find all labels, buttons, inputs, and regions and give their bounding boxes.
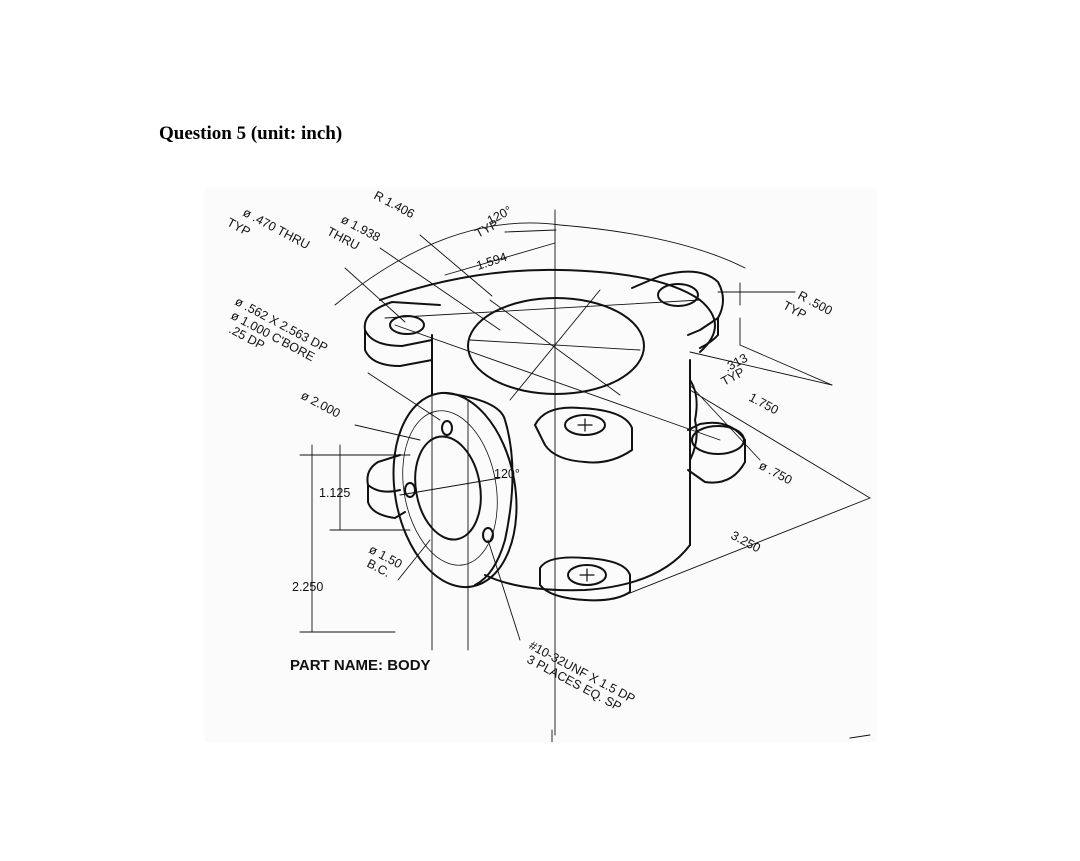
dim-len-2250: 2.250 — [292, 580, 323, 594]
center-lines — [384, 209, 721, 736]
lug-bottom-front — [539, 556, 631, 602]
main-cylinder — [379, 268, 716, 592]
lug-front-mid — [534, 406, 633, 464]
dim-len-1750: 1.750 — [747, 390, 781, 417]
technical-drawing: ø .470 THRU TYP ø 1.938 THRU R 1.406 120… — [205, 188, 877, 743]
dim-len-1125: 1.125 — [319, 486, 350, 500]
lug-top-left — [363, 301, 441, 367]
lug-top-right — [631, 270, 724, 349]
isometric-drawing-svg: ø .470 THRU TYP ø 1.938 THRU R 1.406 120… — [225, 188, 871, 743]
question-title: Question 5 (unit: inch) — [159, 123, 343, 144]
part-name: PART NAME: BODY — [290, 657, 431, 674]
dim-dia-2000: ø 2.000 — [299, 388, 343, 420]
dimension-lines — [299, 222, 871, 743]
lug-left — [366, 454, 406, 519]
dim-thk-313-typ: TYP — [719, 365, 747, 389]
dim-radius-1406: R 1.406 — [372, 188, 417, 221]
dim-dia-750: ø .750 — [757, 458, 795, 487]
dim-len-3250: 3.250 — [729, 528, 763, 555]
dim-len-1594: 1.594 — [475, 250, 509, 273]
side-boss — [392, 391, 518, 589]
dim-angle-120-side: 120° — [494, 467, 520, 481]
